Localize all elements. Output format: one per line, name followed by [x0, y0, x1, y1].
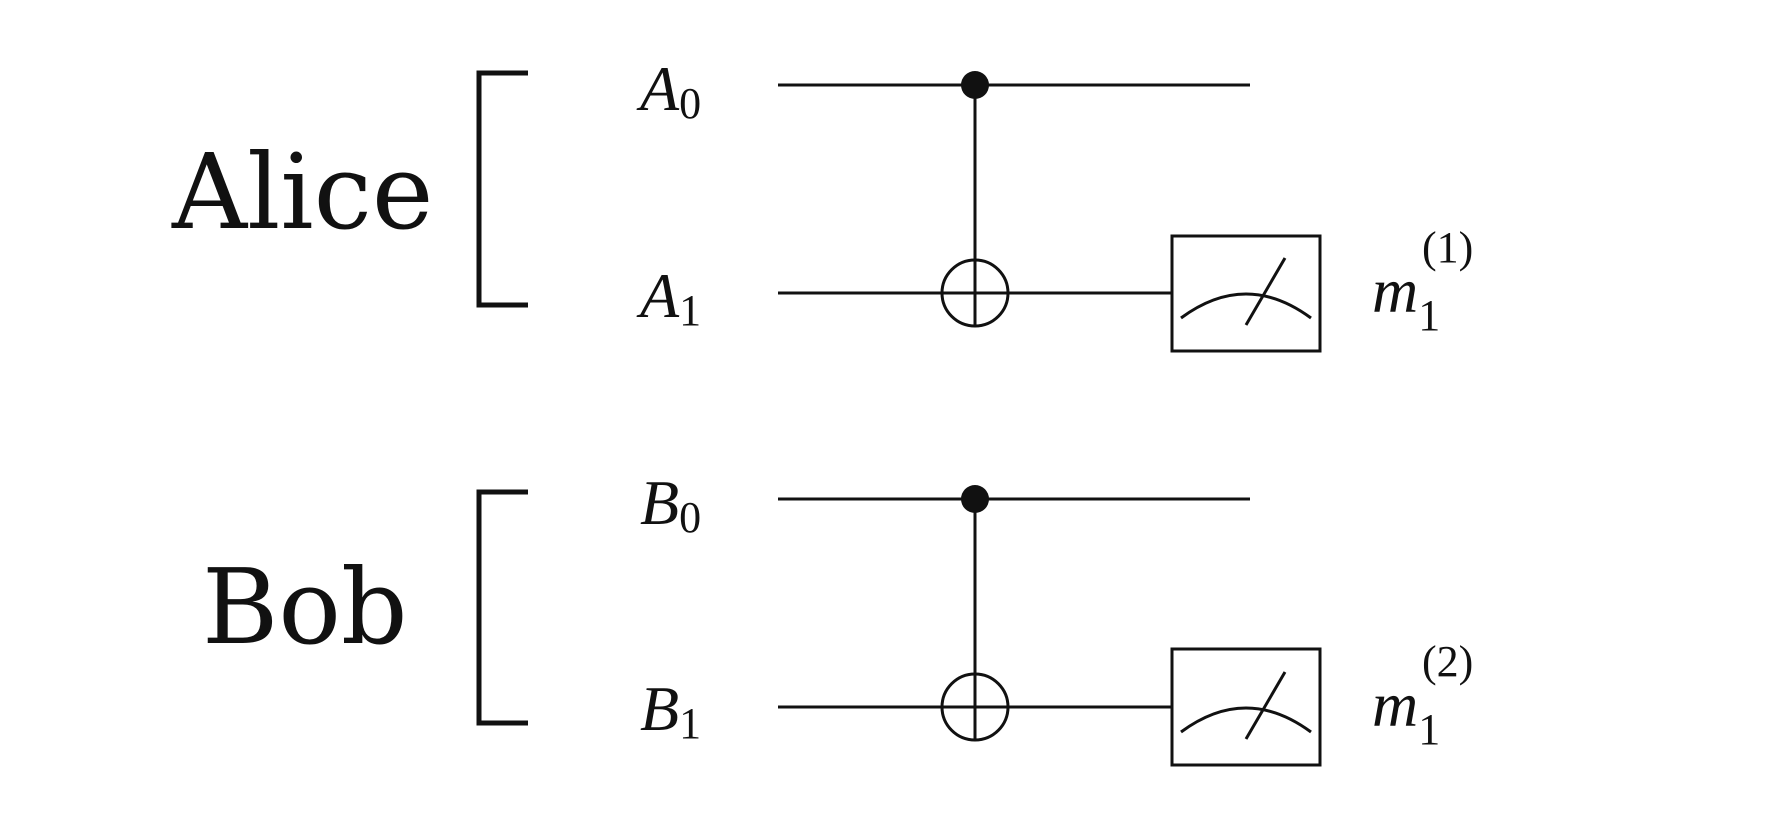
qubit-symbol: B	[640, 673, 679, 744]
cnot-gate-bob	[940, 485, 1010, 742]
meter-arc-icon	[1180, 706, 1312, 734]
qubit-index: 1	[679, 699, 701, 748]
meas-symbol: m	[1372, 255, 1418, 326]
qubit-symbol: A	[636, 260, 680, 331]
meter-arc-icon	[1180, 292, 1312, 320]
meter-needle-icon	[1244, 671, 1287, 740]
bob-block: Bob B0 B1 m1(2)	[202, 467, 1473, 767]
qubit-label-b1: B1	[640, 673, 701, 748]
party-label-alice: Alice	[171, 131, 433, 253]
bob-bracket	[476, 489, 528, 726]
measurement-label-bob: m1 (2)	[1372, 637, 1473, 754]
meas-superscript: (2)	[1422, 637, 1473, 686]
control-dot	[961, 71, 989, 99]
meas-superscript: (1)	[1422, 223, 1473, 272]
cnot-gate-alice	[940, 71, 1010, 328]
qubit-symbol: B	[640, 467, 679, 538]
measurement-label-alice: m1 (1)	[1372, 223, 1473, 340]
alice-block: Alice A0 A1 m1(1)	[171, 53, 1473, 353]
measurement-meter-alice	[1170, 234, 1322, 353]
qubit-label-b0: B0	[640, 467, 701, 542]
qubit-label-a1: A1	[636, 260, 701, 335]
qubit-index: 1	[679, 286, 701, 335]
qubit-index: 0	[679, 79, 701, 128]
control-dot	[961, 485, 989, 513]
qubit-symbol: A	[636, 53, 680, 124]
measurement-meter-bob	[1170, 647, 1322, 767]
meas-subscript: 1	[1418, 705, 1440, 754]
meas-symbol: m	[1372, 669, 1418, 740]
party-label-bob: Bob	[202, 546, 408, 668]
alice-bracket	[476, 70, 528, 308]
qubit-label-a0: A0	[636, 53, 701, 128]
qubit-index: 0	[679, 493, 701, 542]
meter-needle-icon	[1244, 257, 1287, 326]
meas-subscript: 1	[1418, 291, 1440, 340]
